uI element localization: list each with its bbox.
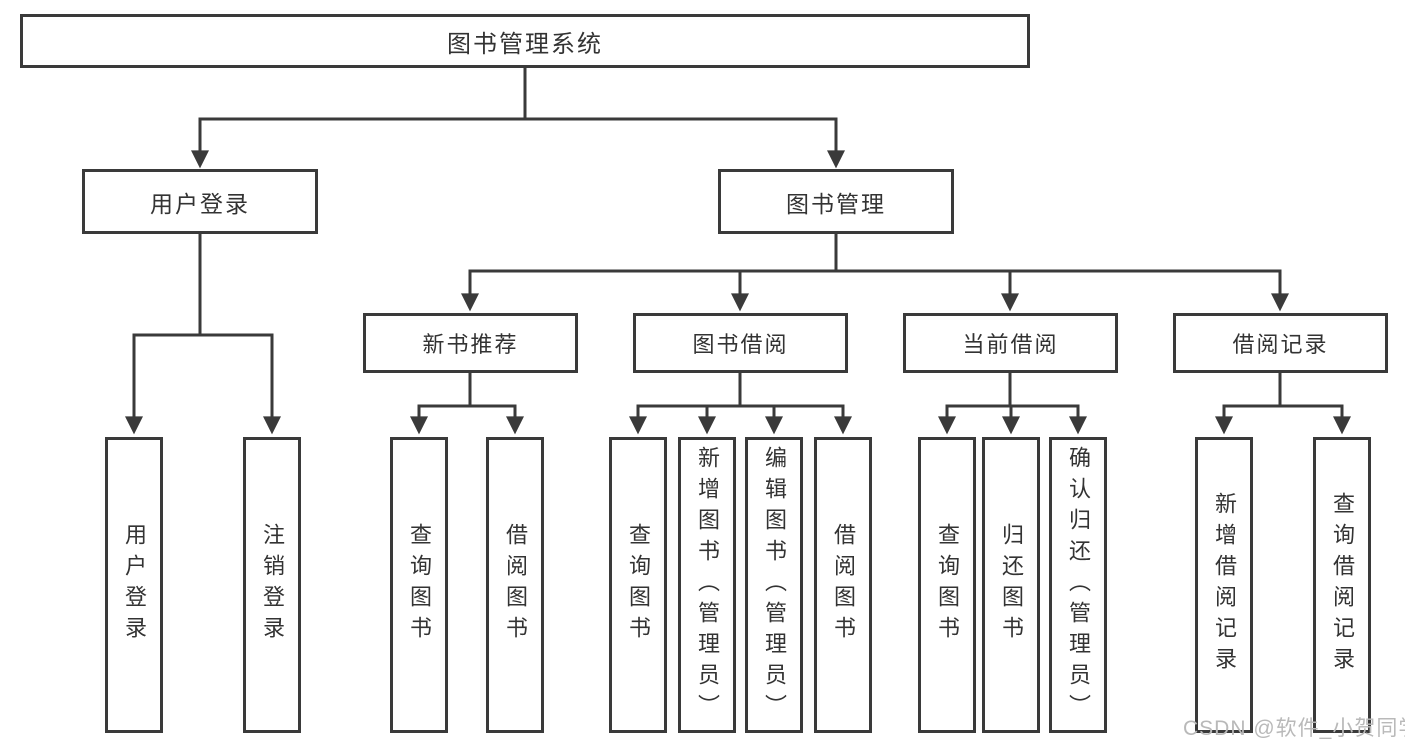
node-book-management-label: 图书管理 — [786, 190, 886, 217]
leaf-borrow-books-recommend-label: 借阅图书 — [503, 523, 528, 647]
leaf-add-borrow-record: 新增借阅记录 — [1195, 437, 1253, 733]
leaf-query-books-recommend: 查询图书 — [390, 437, 448, 733]
leaf-query-books-borrow: 查询图书 — [609, 437, 667, 733]
watermark: CSDN @软件_小贺同学 — [1183, 717, 1405, 740]
node-book-borrow-label: 图书借阅 — [692, 332, 789, 357]
node-new-book-recommend: 新书推荐 — [363, 313, 578, 373]
leaf-logout-label: 注销登录 — [260, 523, 285, 647]
leaf-borrow-books: 借阅图书 — [814, 437, 872, 733]
leaf-return-books: 归还图书 — [982, 437, 1040, 733]
leaf-query-borrow-record-label: 查询借阅记录 — [1330, 492, 1355, 678]
leaf-borrow-books-label: 借阅图书 — [831, 523, 856, 647]
node-borrow-records-label: 借阅记录 — [1232, 332, 1329, 357]
leaf-add-books-admin: 新增图书（管理员） — [678, 437, 736, 733]
leaf-edit-books-admin-label: 编辑图书（管理员） — [762, 445, 787, 725]
leaf-query-books-current: 查询图书 — [918, 437, 976, 733]
node-book-borrow: 图书借阅 — [633, 313, 848, 373]
leaf-borrow-books-recommend: 借阅图书 — [486, 437, 544, 733]
node-user-login-label: 用户登录 — [150, 190, 250, 217]
node-user-login: 用户登录 — [82, 169, 318, 234]
leaf-confirm-return-admin-label: 确认归还（管理员） — [1066, 445, 1091, 725]
leaf-confirm-return-admin: 确认归还（管理员） — [1049, 437, 1107, 733]
leaf-query-borrow-record: 查询借阅记录 — [1313, 437, 1371, 733]
node-root: 图书管理系统 — [20, 14, 1030, 68]
leaf-user-login: 用户登录 — [105, 437, 163, 733]
node-book-management: 图书管理 — [718, 169, 954, 234]
node-current-borrow: 当前借阅 — [903, 313, 1118, 373]
node-borrow-records: 借阅记录 — [1173, 313, 1388, 373]
leaf-edit-books-admin: 编辑图书（管理员） — [745, 437, 803, 733]
leaf-add-books-admin-label: 新增图书（管理员） — [695, 445, 720, 725]
node-current-borrow-label: 当前借阅 — [962, 332, 1059, 357]
leaf-query-books-recommend-label: 查询图书 — [407, 523, 432, 647]
node-root-label: 图书管理系统 — [447, 30, 603, 58]
leaf-return-books-label: 归还图书 — [999, 523, 1024, 647]
leaf-add-borrow-record-label: 新增借阅记录 — [1212, 492, 1237, 678]
leaf-user-login-label: 用户登录 — [122, 523, 147, 647]
leaf-logout: 注销登录 — [243, 437, 301, 733]
leaf-query-books-current-label: 查询图书 — [935, 523, 960, 647]
node-new-book-recommend-label: 新书推荐 — [422, 332, 519, 357]
leaf-query-books-borrow-label: 查询图书 — [626, 523, 651, 647]
